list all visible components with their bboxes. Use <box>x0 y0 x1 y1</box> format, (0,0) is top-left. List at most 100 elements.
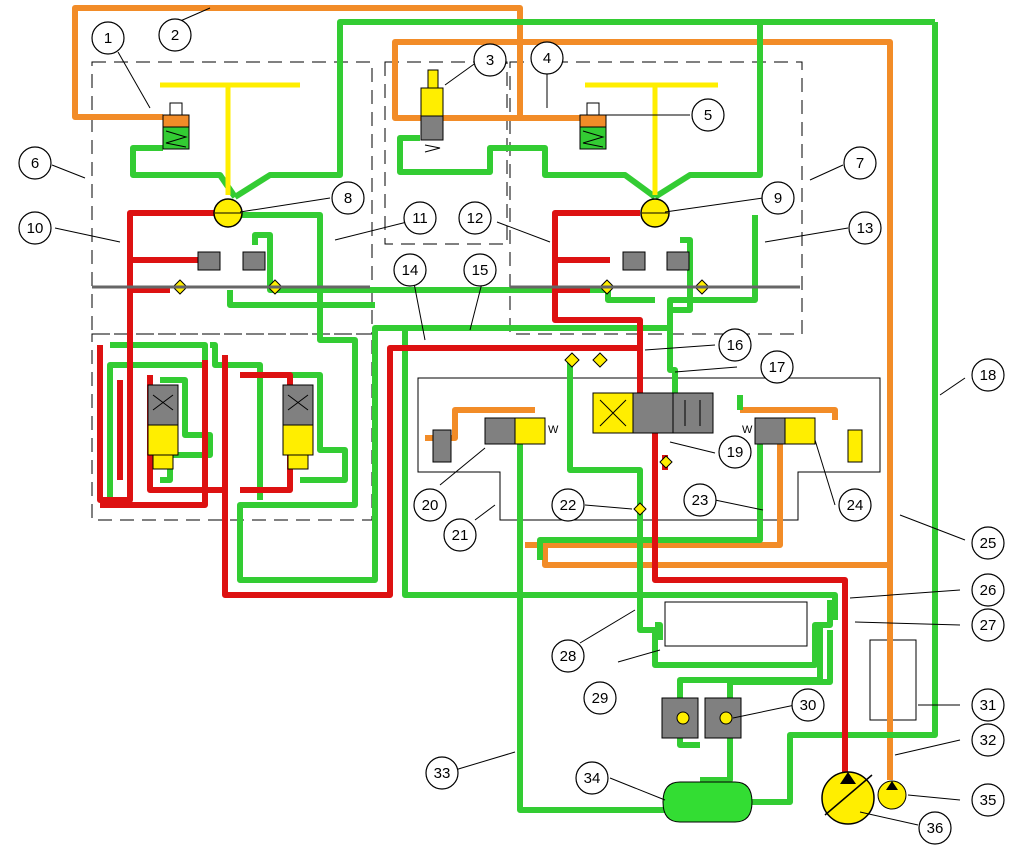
callout-19: 19 <box>718 435 752 469</box>
tank <box>662 781 753 823</box>
flow-valve-left <box>147 384 179 470</box>
callout-label: 28 <box>560 648 577 665</box>
callout-5: 5 <box>691 98 725 132</box>
callout-29: 29 <box>583 681 617 715</box>
callout-2: 2 <box>158 18 192 52</box>
yellow-links <box>160 82 718 195</box>
callout-label: 1 <box>104 30 112 47</box>
callout-label: 30 <box>800 697 817 714</box>
callout-7: 7 <box>843 146 877 180</box>
callout-25: 25 <box>971 526 1005 560</box>
callout-23: 23 <box>683 483 717 517</box>
assembly-frames <box>91 61 803 521</box>
callout-label: 31 <box>980 697 997 714</box>
filters <box>661 697 742 739</box>
callout-label: 6 <box>31 155 39 172</box>
callout-label: 19 <box>727 444 744 461</box>
relief-valves <box>197 251 690 271</box>
solenoid-valve <box>420 69 444 153</box>
callout-label: 17 <box>769 359 786 376</box>
callout-27: 27 <box>971 608 1005 642</box>
callout-label: 23 <box>692 492 709 509</box>
callout-label: 35 <box>980 792 997 809</box>
callout-label: 8 <box>344 190 352 207</box>
callout-28: 28 <box>551 639 585 673</box>
frame-left-bottom <box>91 333 373 521</box>
pilot-lines <box>72 5 893 780</box>
callout-36: 36 <box>918 811 952 845</box>
callout-11: 11 <box>403 201 437 235</box>
pumps <box>821 771 907 825</box>
callout-label: 2 <box>171 27 179 44</box>
callout-label: 24 <box>847 497 864 514</box>
callout-26: 26 <box>971 573 1005 607</box>
callout-21: 21 <box>443 518 477 552</box>
callout-8: 8 <box>331 181 365 215</box>
callout-label: 7 <box>856 155 864 172</box>
frame-right-top <box>509 61 803 335</box>
callout-label: 32 <box>980 732 997 749</box>
regulator-right <box>579 102 607 150</box>
callout-32: 32 <box>971 723 1005 757</box>
callout-label: 18 <box>980 367 997 384</box>
callout-22: 22 <box>551 488 585 522</box>
leader-lines <box>51 7 966 826</box>
callout-label: 13 <box>857 220 874 237</box>
frame-mid-top <box>384 61 508 245</box>
callout-label: 36 <box>927 820 944 837</box>
callout-label: 33 <box>434 765 451 782</box>
callout-1: 1 <box>91 21 125 55</box>
callout-label: 4 <box>543 50 551 67</box>
callout-10: 10 <box>18 211 52 245</box>
callout-label: 22 <box>560 497 577 514</box>
regulator-left <box>162 102 190 150</box>
motor-right <box>640 198 670 228</box>
main-directional-valve <box>592 392 714 434</box>
callout-label: 29 <box>592 690 609 707</box>
callout-18: 18 <box>971 358 1005 392</box>
callout-label: 14 <box>402 262 419 279</box>
callout-label: 10 <box>27 220 44 237</box>
callout-31: 31 <box>971 688 1005 722</box>
callout-label: 16 <box>727 337 744 354</box>
callout-6: 6 <box>18 146 52 180</box>
callout-label: 21 <box>452 527 469 544</box>
callout-label: 26 <box>980 582 997 599</box>
port-w-left: W <box>548 424 559 436</box>
filter-box <box>664 601 808 647</box>
flow-valve-right <box>282 384 314 470</box>
callout-16: 16 <box>718 328 752 362</box>
callout-35: 35 <box>971 783 1005 817</box>
callout-label: 15 <box>472 262 489 279</box>
callout-30: 30 <box>791 688 825 722</box>
pilot-valve-left: W <box>432 417 559 463</box>
callout-label: 11 <box>412 210 428 227</box>
motor-left <box>213 198 243 228</box>
callout-9: 9 <box>761 181 795 215</box>
callout-4: 4 <box>530 41 564 75</box>
callout-33: 33 <box>425 756 459 790</box>
callout-24: 24 <box>838 488 872 522</box>
callout-17: 17 <box>760 350 794 384</box>
callout-label: 5 <box>704 107 712 124</box>
callout-label: 27 <box>980 617 997 634</box>
callout-34: 34 <box>575 761 609 795</box>
callout-label: 12 <box>467 210 484 227</box>
callout-label: 9 <box>774 190 782 207</box>
valve-block-outline <box>417 377 917 721</box>
callout-13: 13 <box>848 211 882 245</box>
callout-label: 25 <box>980 535 997 552</box>
port-w-right: W <box>742 424 753 436</box>
pilot-valve-right: W <box>742 417 863 463</box>
callout-label: 34 <box>584 770 601 787</box>
callout-12: 12 <box>458 201 492 235</box>
callout-label: 20 <box>422 497 439 514</box>
callout-label: 3 <box>486 52 494 69</box>
callout-15: 15 <box>463 253 497 287</box>
callout-20: 20 <box>413 488 447 522</box>
callout-14: 14 <box>393 253 427 287</box>
callout-3: 3 <box>473 43 507 77</box>
return-lines <box>107 19 938 813</box>
